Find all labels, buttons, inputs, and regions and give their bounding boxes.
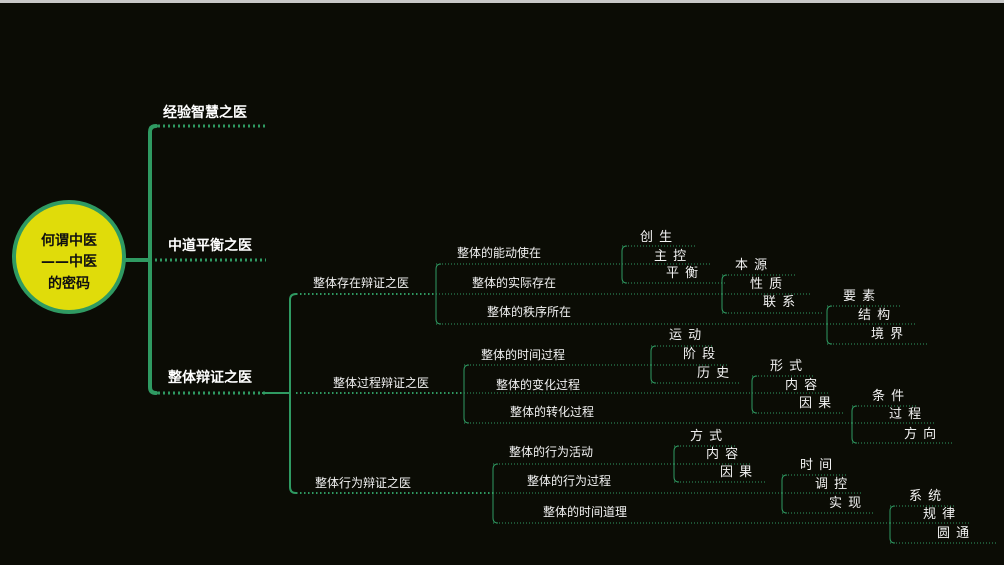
connector-line bbox=[851, 405, 858, 444]
leaf-label: 圆 通 bbox=[937, 526, 970, 541]
item-label: 整体的时间道理 bbox=[543, 504, 627, 519]
leaf-label: 创 生 bbox=[640, 230, 673, 245]
connector-line bbox=[889, 505, 896, 544]
connector-line bbox=[751, 375, 758, 414]
root-line-3: 的密码 bbox=[48, 275, 90, 292]
leaf-label: 内 容 bbox=[785, 377, 818, 393]
leaf-label: 方 向 bbox=[904, 426, 937, 442]
group-behavior[interactable]: 整体行为辩证之医 整体的行为活动 整体的行为过程 整体的时间道理 方 式 内 容… bbox=[315, 428, 970, 541]
item-label: 整体的实际存在 bbox=[472, 275, 556, 290]
connector-lines bbox=[123, 124, 997, 544]
item-label: 整体的变化过程 bbox=[496, 377, 580, 392]
item-label: 整体的转化过程 bbox=[510, 404, 594, 419]
connector-line bbox=[781, 474, 788, 514]
leaf-label: 过 程 bbox=[889, 407, 922, 422]
root-node[interactable]: 何谓中医 ——中医 的密码 bbox=[12, 200, 126, 314]
root-line-2: ——中医 bbox=[41, 253, 97, 270]
item-label: 整体的能动使在 bbox=[457, 245, 541, 260]
main-branch-label: 整体辩证之医 bbox=[167, 369, 252, 386]
group-label: 整体存在辩证之医 bbox=[313, 275, 409, 290]
leaf-label: 平 衡 bbox=[666, 266, 699, 281]
root-line-1: 何谓中医 bbox=[41, 232, 97, 249]
main-branch-label: 经验智慧之医 bbox=[163, 104, 247, 121]
leaf-label: 系 统 bbox=[909, 489, 942, 504]
main-branch-label: 中道平衡之医 bbox=[168, 237, 252, 254]
leaf-label: 阶 段 bbox=[683, 347, 716, 362]
leaf-label: 联 系 bbox=[763, 295, 796, 310]
leaf-label: 因 果 bbox=[799, 396, 832, 411]
group-label: 整体过程辩证之医 bbox=[333, 375, 429, 390]
main-branch-experience[interactable]: 经验智慧之医 bbox=[163, 104, 247, 121]
root-circle bbox=[12, 200, 126, 314]
group-existence[interactable]: 整体存在辩证之医 整体的能动使在 整体的实际存在 整体的秩序所在 创 生 主 控… bbox=[313, 230, 904, 342]
connector-line bbox=[463, 364, 470, 424]
leaf-label: 调 控 bbox=[815, 477, 848, 492]
leaf-label: 境 界 bbox=[871, 327, 904, 342]
leaf-label: 内 容 bbox=[706, 446, 739, 462]
leaf-label: 条 件 bbox=[872, 388, 905, 404]
main-branch-holistic[interactable]: 整体辩证之医 bbox=[167, 369, 252, 386]
leaf-label: 主 控 bbox=[654, 249, 687, 264]
window-top-bar bbox=[0, 0, 1004, 3]
leaf-label: 性 质 bbox=[750, 277, 783, 292]
leaf-label: 历 史 bbox=[697, 366, 730, 381]
item-label: 整体的行为过程 bbox=[527, 473, 611, 488]
leaf-label: 要 素 bbox=[843, 289, 876, 304]
connector-line bbox=[289, 293, 297, 494]
leaf-label: 本 源 bbox=[735, 258, 768, 273]
main-branch-balance[interactable]: 中道平衡之医 bbox=[168, 237, 252, 254]
leaf-label: 规 律 bbox=[923, 507, 956, 522]
leaf-label: 因 果 bbox=[720, 465, 753, 480]
item-label: 整体的行为活动 bbox=[509, 444, 593, 459]
item-label: 整体的时间过程 bbox=[481, 347, 565, 362]
connector-line bbox=[826, 305, 833, 345]
leaf-label: 运 动 bbox=[669, 328, 702, 343]
group-label: 整体行为辩证之医 bbox=[315, 475, 411, 490]
leaf-label: 结 构 bbox=[858, 308, 891, 323]
leaf-label: 时 间 bbox=[800, 458, 833, 473]
leaf-label: 形 式 bbox=[770, 359, 803, 374]
item-label: 整体的秩序所在 bbox=[487, 304, 571, 319]
leaf-label: 实 现 bbox=[829, 496, 862, 511]
leaf-label: 方 式 bbox=[690, 428, 723, 444]
group-process[interactable]: 整体过程辩证之医 整体的时间过程 整体的变化过程 整体的转化过程 运 动 阶 段… bbox=[333, 328, 937, 442]
